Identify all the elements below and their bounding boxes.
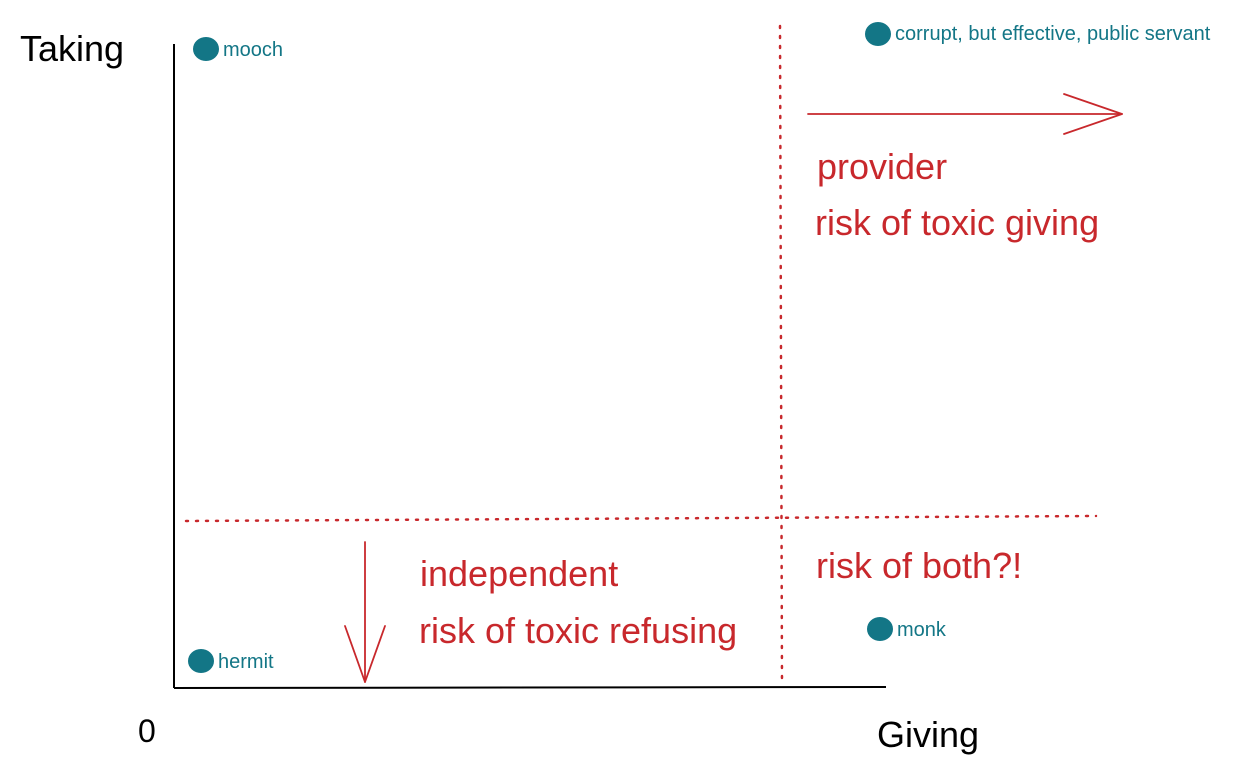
independent-title: independent [420, 553, 619, 594]
point-label-monk: monk [897, 619, 946, 641]
point-marker-corrupt [865, 22, 891, 46]
point-marker-monk [867, 617, 893, 641]
y-axis-label: Taking [20, 28, 125, 69]
point-label-hermit: hermit [218, 651, 274, 673]
vertical-threshold-line [778, 24, 784, 686]
point-label-mooch: mooch [223, 39, 284, 61]
x-axis-label: Giving [877, 714, 980, 755]
independent-risk: risk of toxic refusing [419, 610, 738, 651]
provider-risk: risk of toxic giving [815, 202, 1100, 243]
horizontal-threshold-line [184, 514, 1098, 523]
both-risk: risk of both?! [816, 545, 1023, 586]
down-arrow-icon [344, 541, 386, 683]
point-marker-hermit [188, 649, 214, 673]
point-marker-mooch [193, 37, 219, 61]
origin-label: 0 [138, 713, 156, 749]
right-arrow-icon [807, 93, 1123, 135]
provider-title: provider [817, 146, 948, 187]
x-axis [173, 686, 887, 689]
point-label-corrupt: corrupt, but effective, public servant [895, 23, 1211, 45]
